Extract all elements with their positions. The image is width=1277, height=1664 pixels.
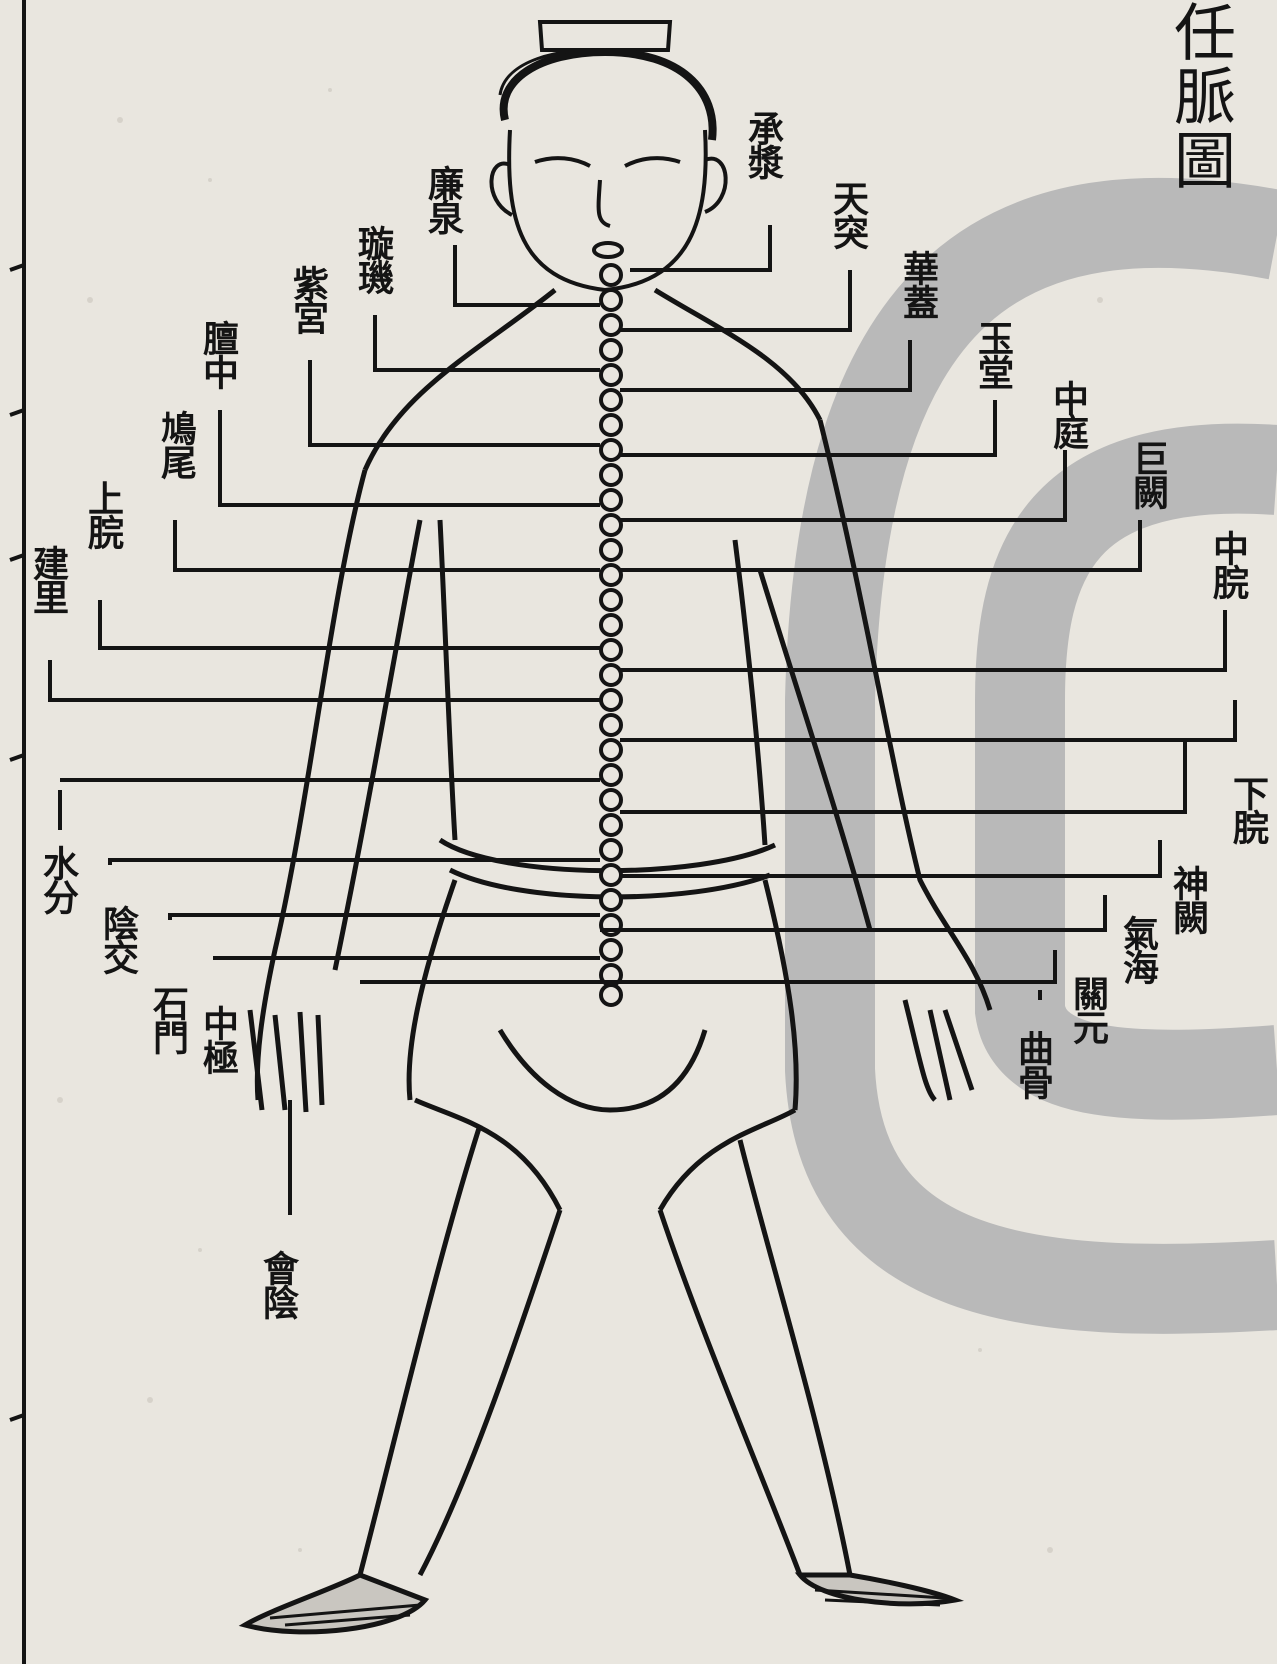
page-border xyxy=(10,0,24,1664)
hat xyxy=(540,22,670,50)
label-tiantu: 天突 xyxy=(830,180,866,248)
label-shimen: 石門 xyxy=(150,985,186,1053)
label-zigong: 紫宮 xyxy=(290,265,326,333)
label-qugu: 曲骨 xyxy=(1015,1030,1051,1098)
label-shuifen: 水分 xyxy=(40,845,76,913)
label-huiyin: 會陰 xyxy=(260,1250,296,1318)
label-yutang: 玉堂 xyxy=(975,320,1011,388)
label-shenque: 神闕 xyxy=(1170,865,1206,933)
label-huagai: 華蓋 xyxy=(900,250,936,318)
chart-title: 任脈圖 xyxy=(1168,0,1230,192)
label-yinjiao: 陰交 xyxy=(100,905,136,973)
label-jiuwei: 鳩尾 xyxy=(158,410,194,478)
label-zhongji: 中極 xyxy=(200,1005,236,1073)
label-guanyuan: 關元 xyxy=(1070,975,1106,1043)
label-xuanji: 璇璣 xyxy=(355,225,391,293)
label-shangwan: 上脘 xyxy=(85,480,121,548)
head xyxy=(491,50,725,290)
label-xiawan: 下脘 xyxy=(1230,775,1266,843)
label-chengjiang: 承漿 xyxy=(745,110,781,178)
label-shanzhong: 膻中 xyxy=(200,320,236,388)
label-jianli: 建里 xyxy=(30,545,66,613)
label-qihai: 氣海 xyxy=(1120,915,1156,983)
ren-meridian-chain xyxy=(601,265,621,1005)
label-lianquan: 廉泉 xyxy=(425,165,461,233)
label-zhongting: 中庭 xyxy=(1050,380,1086,448)
label-juque: 巨闕 xyxy=(1130,440,1166,508)
label-zhongwan: 中脘 xyxy=(1210,530,1246,598)
